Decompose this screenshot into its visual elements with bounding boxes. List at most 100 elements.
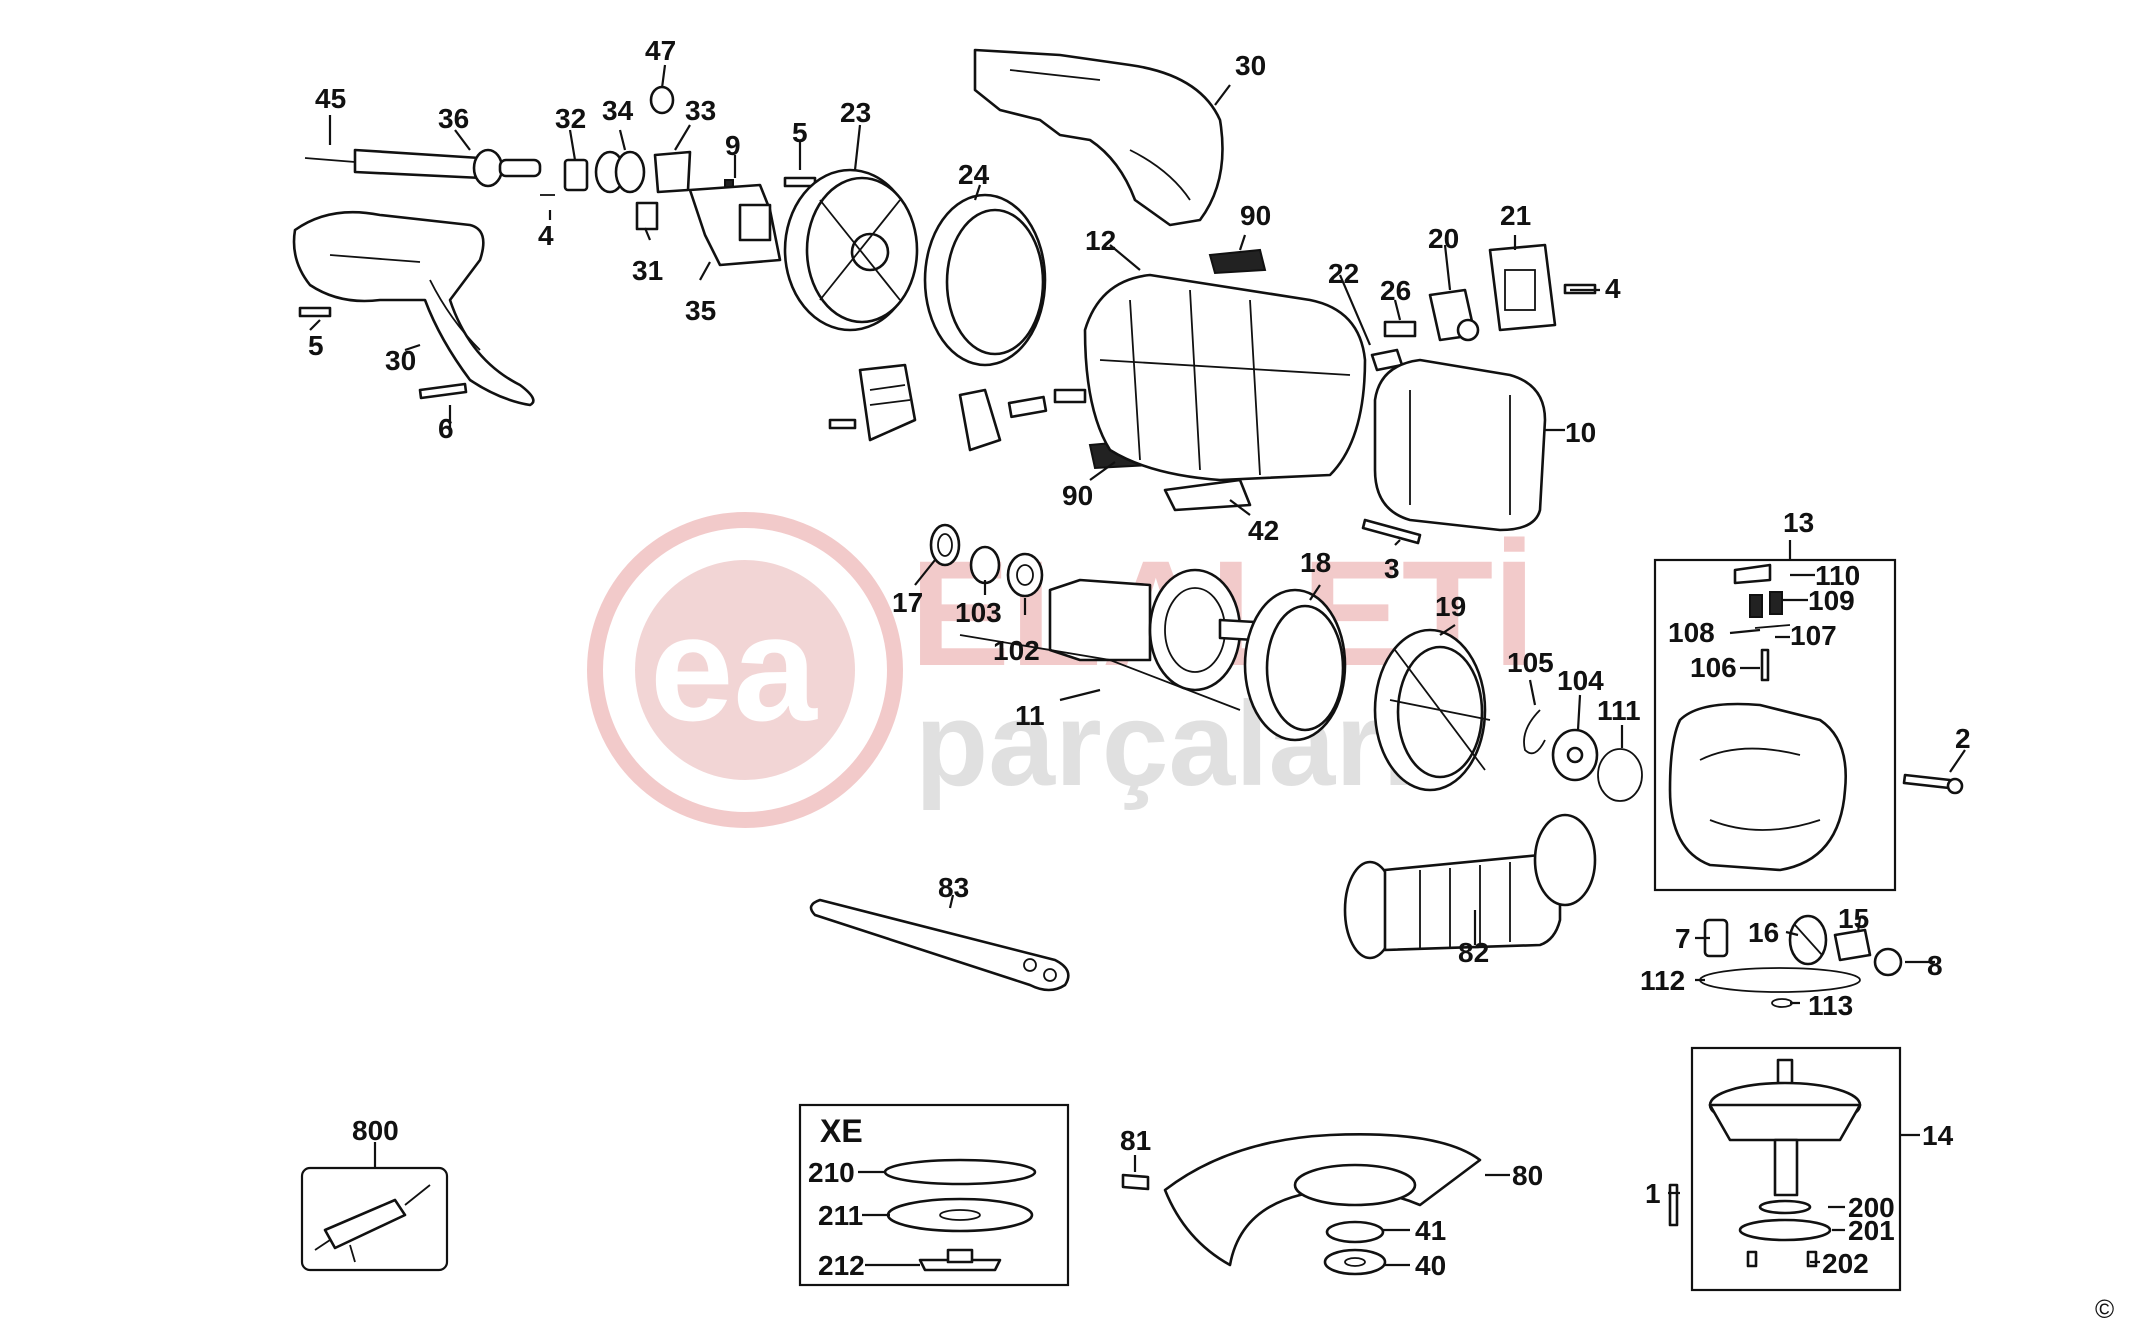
watermark-logo: ea — [650, 584, 818, 752]
spindle-assembly-box — [1668, 1046, 1902, 1292]
watermark-gear-ring — [587, 512, 903, 828]
callout-30b: 30 — [385, 345, 416, 376]
screw-right — [1902, 773, 1964, 795]
callout-212: 212 — [818, 1250, 865, 1281]
callout-10: 10 — [1565, 417, 1596, 448]
armature — [959, 568, 1257, 711]
callout-11: 11 — [1015, 700, 1045, 731]
callout-202: 202 — [1822, 1248, 1869, 1279]
leader-lines — [309, 64, 1966, 1267]
callout-34: 34 — [602, 95, 634, 126]
callout-210: 210 — [808, 1157, 855, 1188]
callout-47: 47 — [645, 35, 676, 66]
spanner — [809, 898, 1070, 992]
callout-20: 20 — [1428, 223, 1459, 254]
callout-800: 800 — [352, 1115, 399, 1146]
rear-handle-half — [292, 210, 535, 407]
side-handle — [1343, 813, 1597, 960]
callout-33: 33 — [685, 95, 716, 126]
callout-19: 19 — [1435, 591, 1466, 622]
side-parts — [1370, 243, 1597, 372]
callout-113: 113 — [1808, 990, 1853, 1021]
callout-24: 24 — [958, 159, 990, 190]
callout-200: 200 — [1848, 1192, 1895, 1223]
top-housing-half — [973, 48, 1224, 227]
callout-15: 15 — [1838, 903, 1869, 934]
guard-assembly — [1121, 1132, 1482, 1276]
callout-4a: 4 — [538, 220, 554, 251]
callout-7: 7 — [1675, 923, 1691, 954]
lower-small-parts — [1699, 914, 1903, 1008]
callout-14: 14 — [1922, 1120, 1954, 1151]
callout-42: 42 — [1248, 515, 1279, 546]
callout-90b: 90 — [1062, 480, 1093, 511]
callout-1: 1 — [1645, 1178, 1661, 1209]
copyright-mark: © — [2095, 1294, 2114, 1324]
callout-3: 3 — [1384, 553, 1400, 584]
callout-18: 18 — [1300, 547, 1331, 578]
callout-31: 31 — [632, 255, 663, 286]
bearings-left — [929, 523, 1044, 598]
motor-housing — [1083, 273, 1367, 482]
switch-small-parts — [540, 85, 734, 196]
callout-9: 9 — [725, 130, 741, 161]
grease-gun-box — [300, 1166, 449, 1272]
bearing-housing — [1243, 588, 1347, 742]
callout-13: 13 — [1783, 507, 1814, 538]
fan-baffle — [923, 193, 1047, 367]
callout-106: 106 — [1690, 652, 1737, 683]
insulation-and-screw — [1163, 478, 1422, 545]
watermark-gear — [635, 560, 855, 780]
cord-and-cord-guard — [304, 148, 542, 188]
callout-41: 41 — [1415, 1215, 1446, 1246]
callout-107: 107 — [1790, 620, 1837, 651]
callout-17: 17 — [892, 587, 923, 618]
callout-12: 12 — [1085, 225, 1116, 256]
callout-109: 109 — [1808, 585, 1855, 616]
retaining-parts — [1523, 709, 1643, 802]
callout-xe: XE — [820, 1113, 863, 1149]
callout-90a: 90 — [1240, 200, 1271, 231]
callout-2: 2 — [1955, 723, 1971, 754]
callout-21: 21 — [1500, 200, 1531, 231]
end-cap — [783, 168, 919, 332]
callout-labels: 45 36 32 34 47 33 9 5 23 30 24 4 31 35 5… — [308, 35, 1971, 1281]
brush-holder-top — [1208, 248, 1267, 275]
switch-assembly — [635, 183, 782, 267]
callout-201: 201 — [1848, 1215, 1895, 1246]
callout-80: 80 — [1512, 1160, 1543, 1191]
callout-102: 102 — [993, 635, 1040, 666]
callout-105: 105 — [1507, 647, 1554, 678]
callout-83: 83 — [938, 872, 969, 903]
callout-211: 211 — [818, 1200, 863, 1231]
callout-112: 112 — [1640, 965, 1685, 996]
callout-30a: 30 — [1235, 50, 1266, 81]
gear-case-box — [1653, 558, 1897, 892]
callout-16: 16 — [1748, 917, 1779, 948]
callout-26: 26 — [1380, 275, 1411, 306]
fan — [1373, 628, 1491, 792]
callout-5a: 5 — [792, 117, 808, 148]
callout-35: 35 — [685, 295, 716, 326]
callout-5b: 5 — [308, 330, 324, 361]
callout-103: 103 — [955, 597, 1002, 628]
callout-32: 32 — [555, 103, 586, 134]
callout-23: 23 — [840, 97, 871, 128]
callout-110: 110 — [1815, 560, 1860, 591]
brushes — [858, 363, 1087, 452]
callout-6: 6 — [438, 413, 454, 444]
callout-4b: 4 — [1605, 273, 1621, 304]
callout-8: 8 — [1927, 950, 1943, 981]
xe-flange-box — [798, 1103, 1070, 1287]
callout-111: 111 — [1597, 695, 1641, 726]
field-coil — [1373, 358, 1547, 532]
callout-104: 104 — [1557, 665, 1604, 696]
callout-81: 81 — [1120, 1125, 1151, 1156]
callout-22: 22 — [1328, 258, 1359, 289]
callout-45: 45 — [315, 83, 346, 114]
callout-82: 82 — [1458, 937, 1489, 968]
callout-40: 40 — [1415, 1250, 1446, 1281]
callout-36: 36 — [438, 103, 469, 134]
